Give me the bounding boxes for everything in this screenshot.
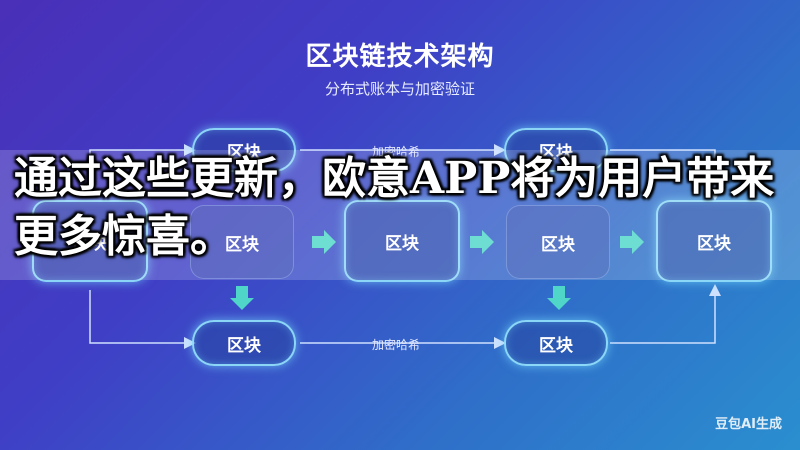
block-top-right: 区块 <box>504 128 608 172</box>
block-middle-5: 区块 <box>656 200 772 282</box>
caption-band <box>0 150 800 280</box>
hash-label-bottom: 加密哈希 <box>372 338 421 352</box>
arrow-4 <box>620 230 644 254</box>
arrow-1 <box>160 230 184 254</box>
block-middle-2: 区块 <box>190 205 294 279</box>
hash-label-top: 加密哈希 <box>372 145 421 159</box>
top-left-loop-line <box>89 144 196 195</box>
top-right-loop-line <box>610 149 721 201</box>
block-middle-4: 区块 <box>506 205 610 279</box>
arrow-2 <box>312 230 336 254</box>
block-bottom-left: 区块 <box>192 320 296 366</box>
down-arrow-right <box>547 286 571 310</box>
middle-row-arrows <box>160 230 644 310</box>
block-middle-3: 区块 <box>344 200 460 282</box>
block-middle-1: 区块 <box>32 200 148 282</box>
bottom-left-loop-line <box>89 290 196 349</box>
down-arrow-left <box>230 286 254 310</box>
bottom-right-loop-line <box>610 284 721 344</box>
diagram-subtitle: 分布式账本与加密验证 <box>324 80 475 98</box>
ai-watermark: 豆包AI生成 <box>715 417 782 432</box>
arrow-3 <box>470 230 494 254</box>
block-top-left: 区块 <box>192 128 296 172</box>
block-bottom-right: 区块 <box>504 320 608 366</box>
diagram-title: 区块链技术架构 <box>305 42 495 72</box>
overlay-caption: 通过这些更新，欧意APP将为用户带来更多惊喜。 <box>14 153 775 262</box>
